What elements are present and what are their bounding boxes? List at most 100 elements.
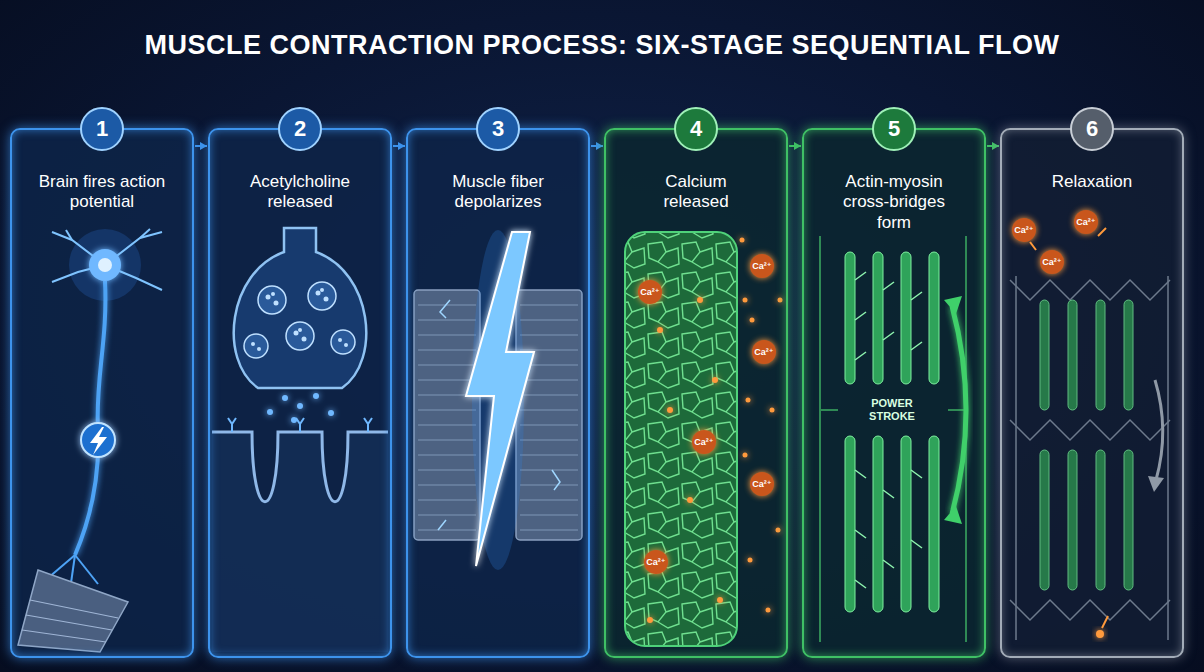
synapse-illustration bbox=[266, 295, 271, 300]
sarcomere-illustration bbox=[855, 272, 866, 280]
sarcomere-illustration bbox=[855, 312, 866, 320]
ion-label: Ca²⁺ bbox=[750, 254, 774, 278]
sarcomere-illustration bbox=[948, 409, 966, 411]
ion-label: Ca²⁺ bbox=[644, 550, 668, 574]
neuron-illustration bbox=[18, 570, 128, 652]
sarcomere-illustration bbox=[883, 332, 894, 340]
sarcomere-illustration bbox=[952, 306, 966, 514]
stage-panel: 2Acetylcholine released bbox=[208, 128, 392, 658]
neuron-illustration bbox=[26, 615, 112, 630]
stage-panel: 4Calcium released bbox=[604, 128, 788, 658]
depolarization-illustration bbox=[418, 454, 476, 455]
panel-fill bbox=[208, 128, 392, 658]
sarcoplasmic-reticulum-illustration bbox=[657, 327, 663, 333]
sarcomere-illustration bbox=[845, 436, 855, 612]
depolarization-illustration bbox=[520, 394, 578, 395]
depolarization-illustration bbox=[520, 319, 578, 320]
relaxation-illustration bbox=[1155, 380, 1163, 480]
depolarization-illustration bbox=[520, 439, 578, 440]
synapse-illustration bbox=[228, 418, 236, 432]
relaxation-illustration bbox=[1098, 228, 1106, 236]
synapse-illustration bbox=[308, 282, 336, 310]
flow-arrow bbox=[789, 145, 801, 147]
relaxation-illustration bbox=[1030, 242, 1036, 250]
synapse-illustration bbox=[316, 291, 321, 296]
sarcomere-illustration bbox=[883, 560, 894, 568]
panel-fill bbox=[10, 128, 1184, 658]
relaxation-illustration bbox=[1010, 600, 1170, 620]
neuron-illustration bbox=[22, 630, 106, 642]
sarcomere-illustration bbox=[901, 252, 911, 384]
depolarization-illustration bbox=[440, 300, 450, 318]
depolarization-illustration bbox=[418, 364, 476, 365]
sarcomere-illustration bbox=[845, 252, 939, 612]
synapse-illustration bbox=[302, 337, 307, 342]
ion-label: Ca²⁺ bbox=[1040, 250, 1064, 274]
motion-label: POWER STROKE bbox=[857, 397, 927, 423]
panel-fill bbox=[10, 128, 194, 658]
neuron-illustration bbox=[66, 230, 72, 240]
step-label: Calcium released bbox=[631, 172, 761, 213]
sarcomere-illustration bbox=[855, 580, 866, 588]
depolarization-illustration bbox=[520, 469, 578, 470]
sarcomere-illustration bbox=[911, 470, 922, 478]
sarcoplasmic-reticulum-illustration bbox=[743, 298, 748, 303]
sarcoplasmic-reticulum-illustration bbox=[778, 298, 783, 303]
sarcoplasmic-reticulum-illustration bbox=[697, 297, 703, 303]
synapse-illustration bbox=[271, 292, 275, 296]
depolarization-illustration bbox=[418, 529, 476, 530]
synapse-illustration bbox=[320, 288, 324, 292]
stage-panel: 6Relaxation bbox=[1000, 128, 1184, 658]
sarcomere-illustration bbox=[929, 252, 939, 384]
neuron-illustration bbox=[140, 229, 150, 238]
sarcoplasmic-reticulum-illustration bbox=[625, 232, 737, 646]
panel-fill bbox=[1000, 128, 1184, 658]
depolarization-illustration bbox=[520, 484, 578, 485]
synapse-illustration bbox=[282, 395, 288, 401]
relaxation-illustration bbox=[1102, 616, 1108, 628]
depolarization-illustration bbox=[414, 290, 480, 540]
depolarization-illustration bbox=[516, 290, 582, 540]
step-label: Muscle fiber depolarizes bbox=[433, 172, 563, 213]
neuron-illustration bbox=[89, 249, 121, 281]
synapse-illustration bbox=[212, 228, 388, 652]
panel-fill bbox=[604, 128, 788, 658]
synapse-illustration bbox=[328, 410, 334, 416]
ion-label: Ca²⁺ bbox=[638, 280, 662, 304]
step-label: Actin-myosin cross-bridges form bbox=[829, 172, 959, 233]
depolarization-illustration bbox=[418, 379, 476, 380]
sarcomere-illustration bbox=[883, 490, 894, 498]
synapse-illustration bbox=[338, 338, 342, 342]
depolarization-illustration bbox=[418, 484, 476, 485]
flow-arrow bbox=[393, 145, 405, 147]
synapse-illustration bbox=[296, 418, 304, 432]
depolarization-illustration bbox=[520, 499, 578, 500]
relaxation-illustration bbox=[1010, 276, 1170, 640]
synapse-illustration bbox=[257, 347, 261, 351]
panel-fill bbox=[802, 128, 986, 658]
depolarization-illustration bbox=[520, 379, 578, 380]
depolarization-illustration bbox=[520, 454, 578, 455]
depolarization-illustration bbox=[418, 514, 476, 515]
sarcomere-illustration bbox=[911, 342, 922, 350]
relaxation-illustration bbox=[1010, 228, 1170, 640]
synapse-illustration bbox=[344, 343, 348, 347]
sarcomere-illustration bbox=[929, 436, 939, 612]
diagram-title: MUSCLE CONTRACTION PROCESS: SIX-STAGE SE… bbox=[0, 30, 1204, 61]
step-label: Brain fires action potential bbox=[37, 172, 167, 213]
depolarization-illustration bbox=[414, 230, 582, 570]
depolarization-illustration bbox=[418, 499, 476, 500]
depolarization-illustration bbox=[418, 349, 476, 350]
sarcoplasmic-reticulum-illustration bbox=[746, 398, 751, 403]
step-label: Acetylcholine released bbox=[235, 172, 365, 213]
relaxation-illustration bbox=[1148, 476, 1164, 492]
sarcomere-illustration bbox=[820, 236, 966, 642]
sarcoplasmic-reticulum-illustration bbox=[687, 497, 693, 503]
ion-label: Ca²⁺ bbox=[750, 472, 774, 496]
relaxation-illustration bbox=[1010, 420, 1170, 440]
synapse-illustration bbox=[313, 393, 319, 399]
sarcomere-illustration bbox=[855, 530, 866, 538]
relaxation-illustration bbox=[1096, 300, 1105, 410]
